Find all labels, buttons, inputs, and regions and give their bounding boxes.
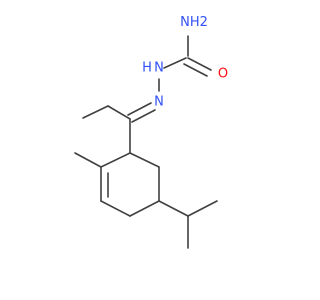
bond-ethyl-methyl (82, 105, 109, 119)
bond-cn-1 (127, 102, 152, 116)
molecule-canvas: NH2 O H N N (74, 14, 229, 249)
bond-c-nh (163, 57, 187, 69)
imine-n-label: N (154, 95, 164, 110)
nh2-label: NH2 (180, 15, 208, 30)
bond-c-o-1 (187, 57, 212, 71)
nh-n-label: N (154, 61, 164, 76)
bond-ring-34 (100, 200, 131, 217)
nh-h-label: H (142, 61, 152, 76)
structure-svg: NH2 O H N N (74, 15, 228, 249)
oxygen-label: O (218, 67, 228, 82)
bond-ring-12 (100, 152, 131, 168)
bond-ring-45 (129, 200, 160, 217)
bond-c-ethyl (107, 105, 131, 120)
bond-ring-methyl (74, 152, 102, 168)
bond-c-o-2 (183, 63, 208, 77)
bond-ring-61 (129, 152, 160, 168)
bond-isopropyl-methyl-a (187, 200, 218, 217)
bond-cn-2 (131, 109, 156, 123)
bond-ring-isopropyl (158, 200, 189, 217)
